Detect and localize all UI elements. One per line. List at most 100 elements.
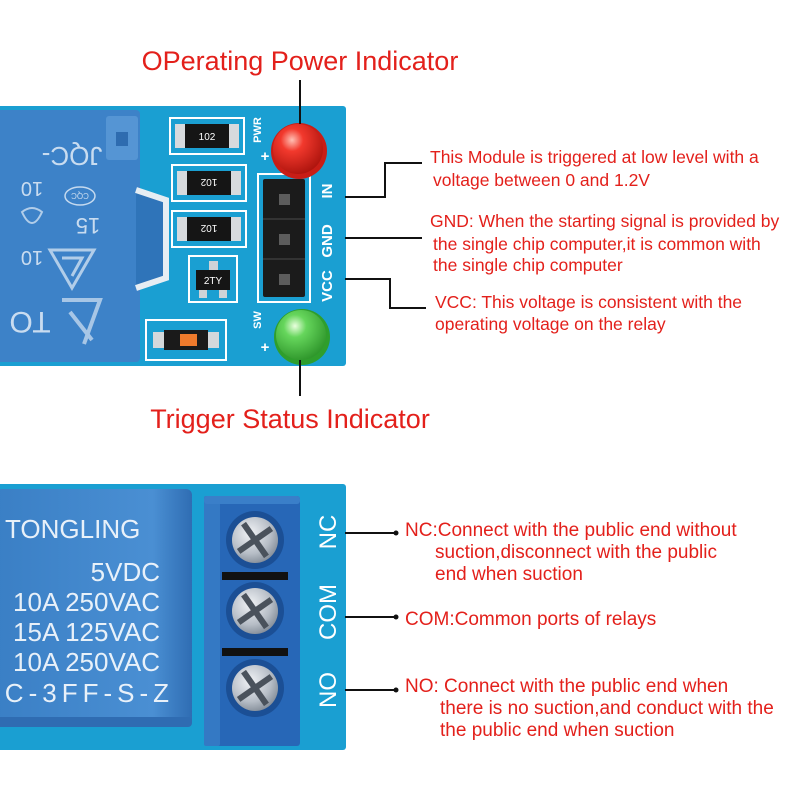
transistor-body — [196, 270, 230, 290]
resistor-body — [185, 124, 229, 148]
resistor-code: 102 — [199, 132, 216, 143]
terminal-block — [204, 496, 300, 746]
diode-pad — [208, 332, 219, 348]
com-leader-dot — [393, 614, 399, 620]
header-pin-vcc — [279, 274, 290, 285]
relay-mark-brand: TO — [9, 305, 50, 338]
resistor-pad — [229, 171, 241, 195]
no-note-line-2: there is no suction,and conduct with the — [440, 698, 774, 719]
relay-case — [0, 489, 192, 727]
relay-mark-model: JQC- — [42, 141, 103, 171]
resistor-body — [187, 171, 231, 195]
top-module: JQC- 10 CQC 15 10 TO 102 102 — [0, 46, 779, 434]
pin-label-in: IN — [319, 184, 336, 199]
in-leader — [345, 162, 422, 198]
transistor-leg — [209, 261, 218, 271]
terminal-label-nc: NC — [315, 515, 342, 550]
terminal-screw-com — [226, 582, 284, 640]
resistor-silk — [171, 164, 247, 202]
approval-mark-icon — [62, 298, 103, 345]
relay-body-top: JQC- 10 CQC 15 10 TO — [0, 110, 169, 362]
no-note-line-3: the public end when suction — [440, 720, 675, 741]
trigger-led — [274, 309, 330, 365]
resistor-1: 102 — [169, 117, 245, 155]
relay-latch — [135, 187, 169, 291]
transistor-code: 2TY — [204, 276, 223, 287]
pwr-label: PWR — [252, 117, 264, 143]
trigger-led-dome — [276, 310, 326, 360]
relay-mark-rating-1: 10 — [21, 177, 43, 199]
terminal-label-com: COM — [315, 584, 342, 640]
in-note-line-2: voltage between 0 and 1.2V — [433, 170, 650, 190]
terminal-block-rib — [204, 496, 220, 746]
gnd-note-line-2: the single chip computer,it is common wi… — [433, 234, 761, 254]
relay-mark-coil: 5VDC — [91, 557, 160, 587]
sw-plus-label: + — [261, 339, 270, 356]
no-leader-dot — [393, 687, 399, 693]
screw-slot-icon — [236, 669, 274, 707]
relay-body-bottom: TONGLING 5VDC 10A 250VAC 15A 125VAC 10A … — [0, 489, 192, 727]
resistor-pad — [229, 217, 241, 241]
cqc-mark-icon — [64, 186, 96, 206]
trigger-indicator-title: Trigger Status Indicator — [150, 404, 430, 434]
relay-mark-brand: TONGLING — [5, 514, 140, 544]
relay-mark-cqc: CQC — [71, 191, 89, 200]
relay-case-edge — [0, 717, 192, 727]
vcc-note-line-2: operating voltage on the relay — [435, 314, 666, 334]
resistor-code: 102 — [200, 222, 217, 233]
header-pin-in — [279, 194, 290, 205]
resistor-body — [187, 217, 231, 241]
triangle-mark-icon — [47, 248, 97, 291]
screw-slot-icon — [236, 521, 274, 559]
vcc-note-line-1: VCC: This voltage is consistent with the — [435, 292, 742, 312]
transistor-silk — [188, 255, 238, 303]
relay-mark-rating-3: 10 — [21, 246, 43, 268]
vcc-leader — [345, 278, 426, 309]
power-led-dome — [273, 124, 323, 174]
resistor-pad — [175, 124, 187, 148]
sw-label: SW — [252, 311, 264, 329]
header-pin-gnd — [279, 234, 290, 245]
transistor-leg — [219, 290, 227, 298]
resistor-3: 102 — [171, 210, 247, 248]
resistor-pad — [177, 171, 189, 195]
relay-mark-rating-2: 15 — [76, 213, 100, 238]
nc-note-line-1: NC:Connect with the public end without — [405, 520, 737, 541]
resistor-silk — [171, 210, 247, 248]
terminal-divider — [222, 572, 288, 580]
resistor-code: 102 — [200, 176, 217, 187]
gnd-note-line-1: GND: When the starting signal is provide… — [430, 211, 779, 231]
relay-case — [0, 110, 140, 362]
terminal-divider — [222, 648, 288, 656]
nc-leader-dot — [393, 530, 399, 536]
relay-corner-notch — [116, 132, 128, 146]
resistor-pad — [177, 217, 189, 241]
resistor-silk — [169, 117, 245, 155]
ul-mark-icon — [20, 207, 44, 224]
screw-slot-icon — [236, 592, 274, 630]
in-note-line-1: This Module is triggered at low level wi… — [430, 147, 759, 167]
resistor-2: 102 — [171, 164, 247, 202]
transistor: 2TY — [188, 255, 238, 303]
com-note-line-1: COM:Common ports of relays — [405, 609, 656, 630]
nc-note-line-3: end when suction — [435, 564, 583, 585]
gnd-note-line-3: the single chip computer — [433, 255, 623, 275]
bottom-module: TONGLING 5VDC 10A 250VAC 15A 125VAC 10A … — [0, 484, 774, 750]
relay-mark-rating-1: 10A 250VAC — [13, 587, 160, 617]
pin-label-gnd: GND — [319, 224, 336, 258]
smd-diode — [145, 319, 227, 361]
pwr-plus-label: + — [261, 148, 270, 165]
terminal-block-top — [204, 496, 300, 504]
relay-mark-rating-3: 10A 250VAC — [13, 647, 160, 677]
no-note-line-1: NO: Connect with the public end when — [405, 676, 728, 697]
diode-silk — [145, 319, 227, 361]
transistor-leg — [199, 290, 207, 298]
power-indicator-title: OPerating Power Indicator — [142, 46, 459, 76]
diode-pad — [153, 332, 164, 348]
relay-mark-model: C-3FF-S-Z — [5, 678, 174, 708]
power-led — [271, 123, 327, 179]
resistor-pad — [227, 124, 239, 148]
terminal-label-no: NO — [315, 672, 342, 708]
terminal-screw-no — [226, 659, 284, 717]
